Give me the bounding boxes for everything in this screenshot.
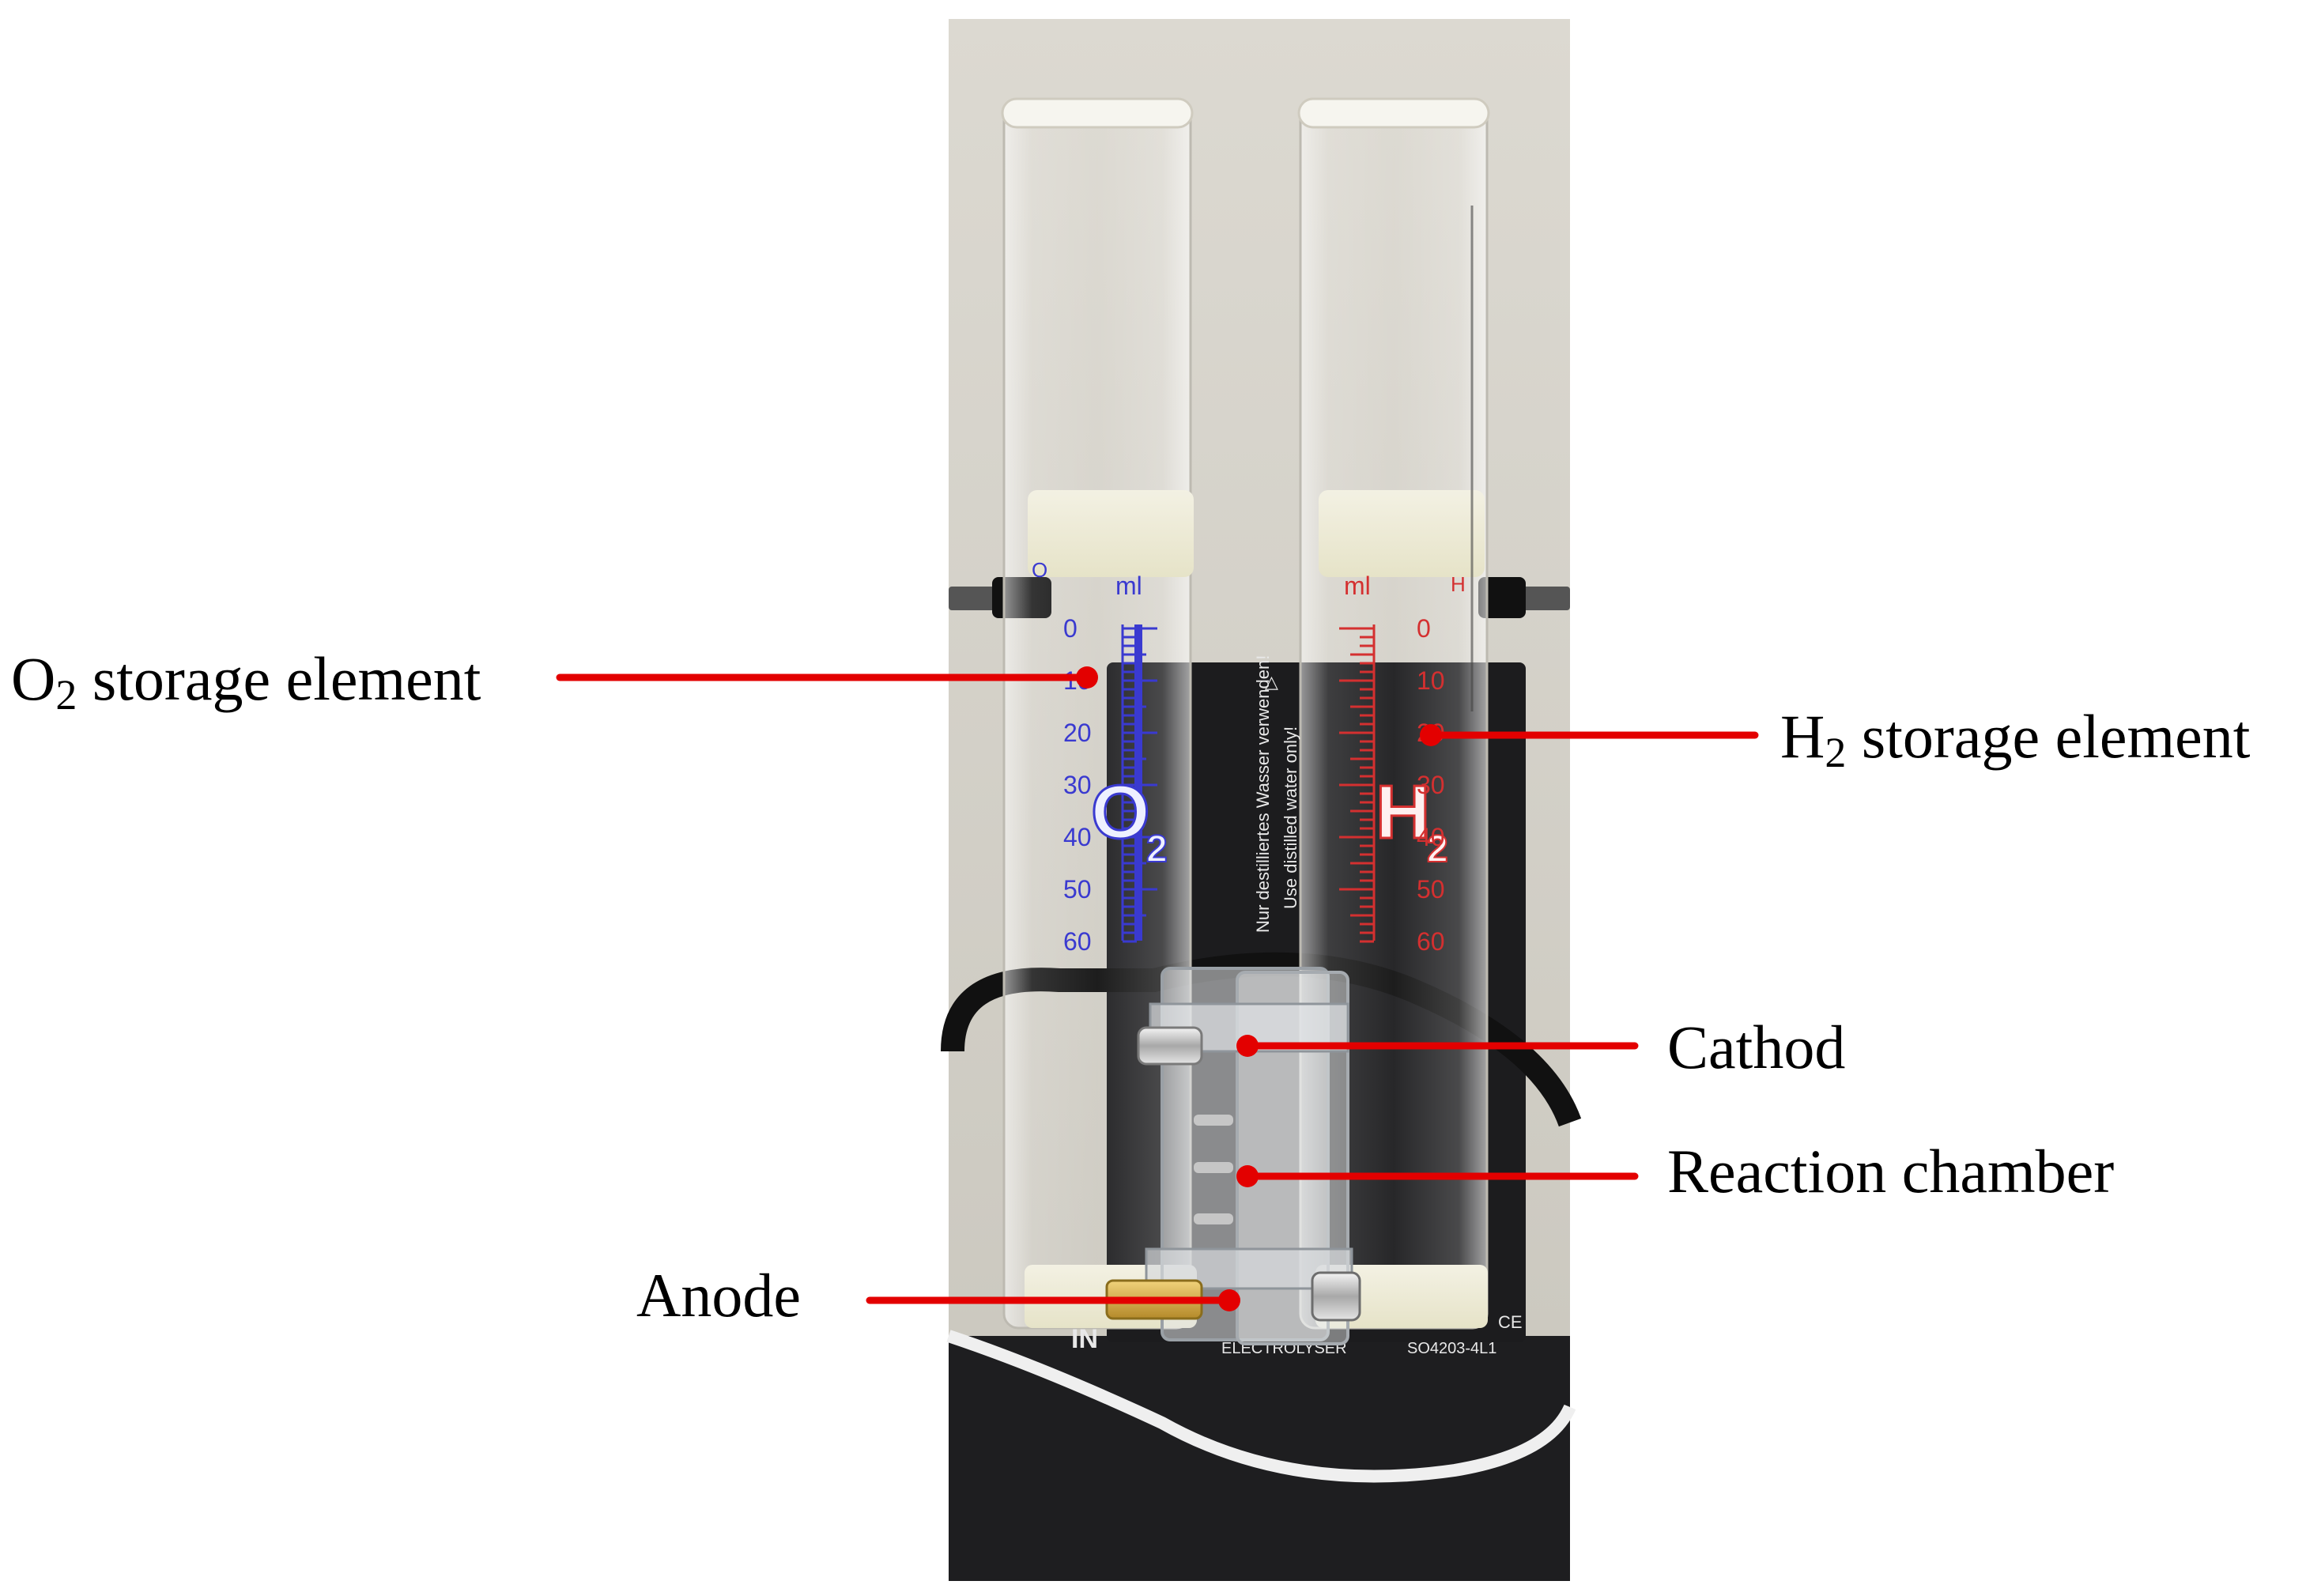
cathod-callout-dot — [1236, 1035, 1259, 1057]
white-tube-cable — [946, 1330, 1576, 1483]
model-code: SO4203-4L1 — [1407, 1340, 1496, 1357]
h2-side-connector — [1478, 577, 1570, 618]
svg-text:O: O — [1032, 558, 1047, 582]
warning-text-en: Use distilled water only! — [1281, 726, 1300, 909]
h2-tick-label: 60 — [1417, 927, 1445, 956]
reaction-chamber-callout-dot — [1236, 1165, 1259, 1187]
cathod-label: Cathod — [1667, 1013, 1846, 1081]
h2-tick-label: 10 — [1417, 666, 1445, 695]
o2-tick-label: 0 — [1063, 614, 1078, 643]
o2-tick-label: 40 — [1063, 823, 1092, 851]
o2-scale: ml O O 2 0102030405060 — [1032, 558, 1168, 956]
o2-tick-label: 30 — [1063, 771, 1092, 799]
h2-tick-label: 40 — [1417, 823, 1445, 851]
o2-big-letter-sub: 2 — [1146, 828, 1168, 870]
o2-big-letter: O — [1091, 770, 1150, 855]
o2-storage-element-label: O2 storage element — [11, 644, 481, 719]
h2-tick-label: 50 — [1417, 875, 1445, 904]
in-mark: IN — [1071, 1324, 1098, 1354]
o2-tick-label: 20 — [1063, 719, 1092, 747]
ce-mark: CE — [1498, 1312, 1523, 1332]
callout-lines — [543, 666, 1765, 1311]
svg-text:H: H — [1451, 572, 1466, 596]
h2-storage-element-label: H2 storage element — [1780, 702, 2251, 776]
h2-big-letter: H — [1376, 770, 1430, 855]
anode-callout-dot — [1218, 1289, 1240, 1311]
h2-unit-label: ml — [1344, 572, 1371, 600]
h2-tick-label: 30 — [1417, 771, 1445, 799]
anode-label: Anode — [636, 1261, 801, 1330]
h2-callout-dot — [1420, 724, 1442, 746]
reaction-chamber-label: Reaction chamber — [1667, 1137, 2115, 1205]
o2-unit-label: ml — [1115, 572, 1142, 600]
warning-text-de: Nur destilliertes Wasser verwenden! — [1253, 655, 1273, 933]
h2-tick-label: 0 — [1417, 614, 1431, 643]
o2-tick-label: 50 — [1063, 875, 1092, 904]
h2-big-letter-sub: 2 — [1427, 828, 1448, 870]
svg-text:△: △ — [1265, 672, 1278, 692]
o2-callout-dot — [1076, 666, 1098, 689]
o2-tick-label: 60 — [1063, 927, 1092, 956]
h2-scale: ml H H 2 0102030405060 — [1339, 572, 1466, 956]
